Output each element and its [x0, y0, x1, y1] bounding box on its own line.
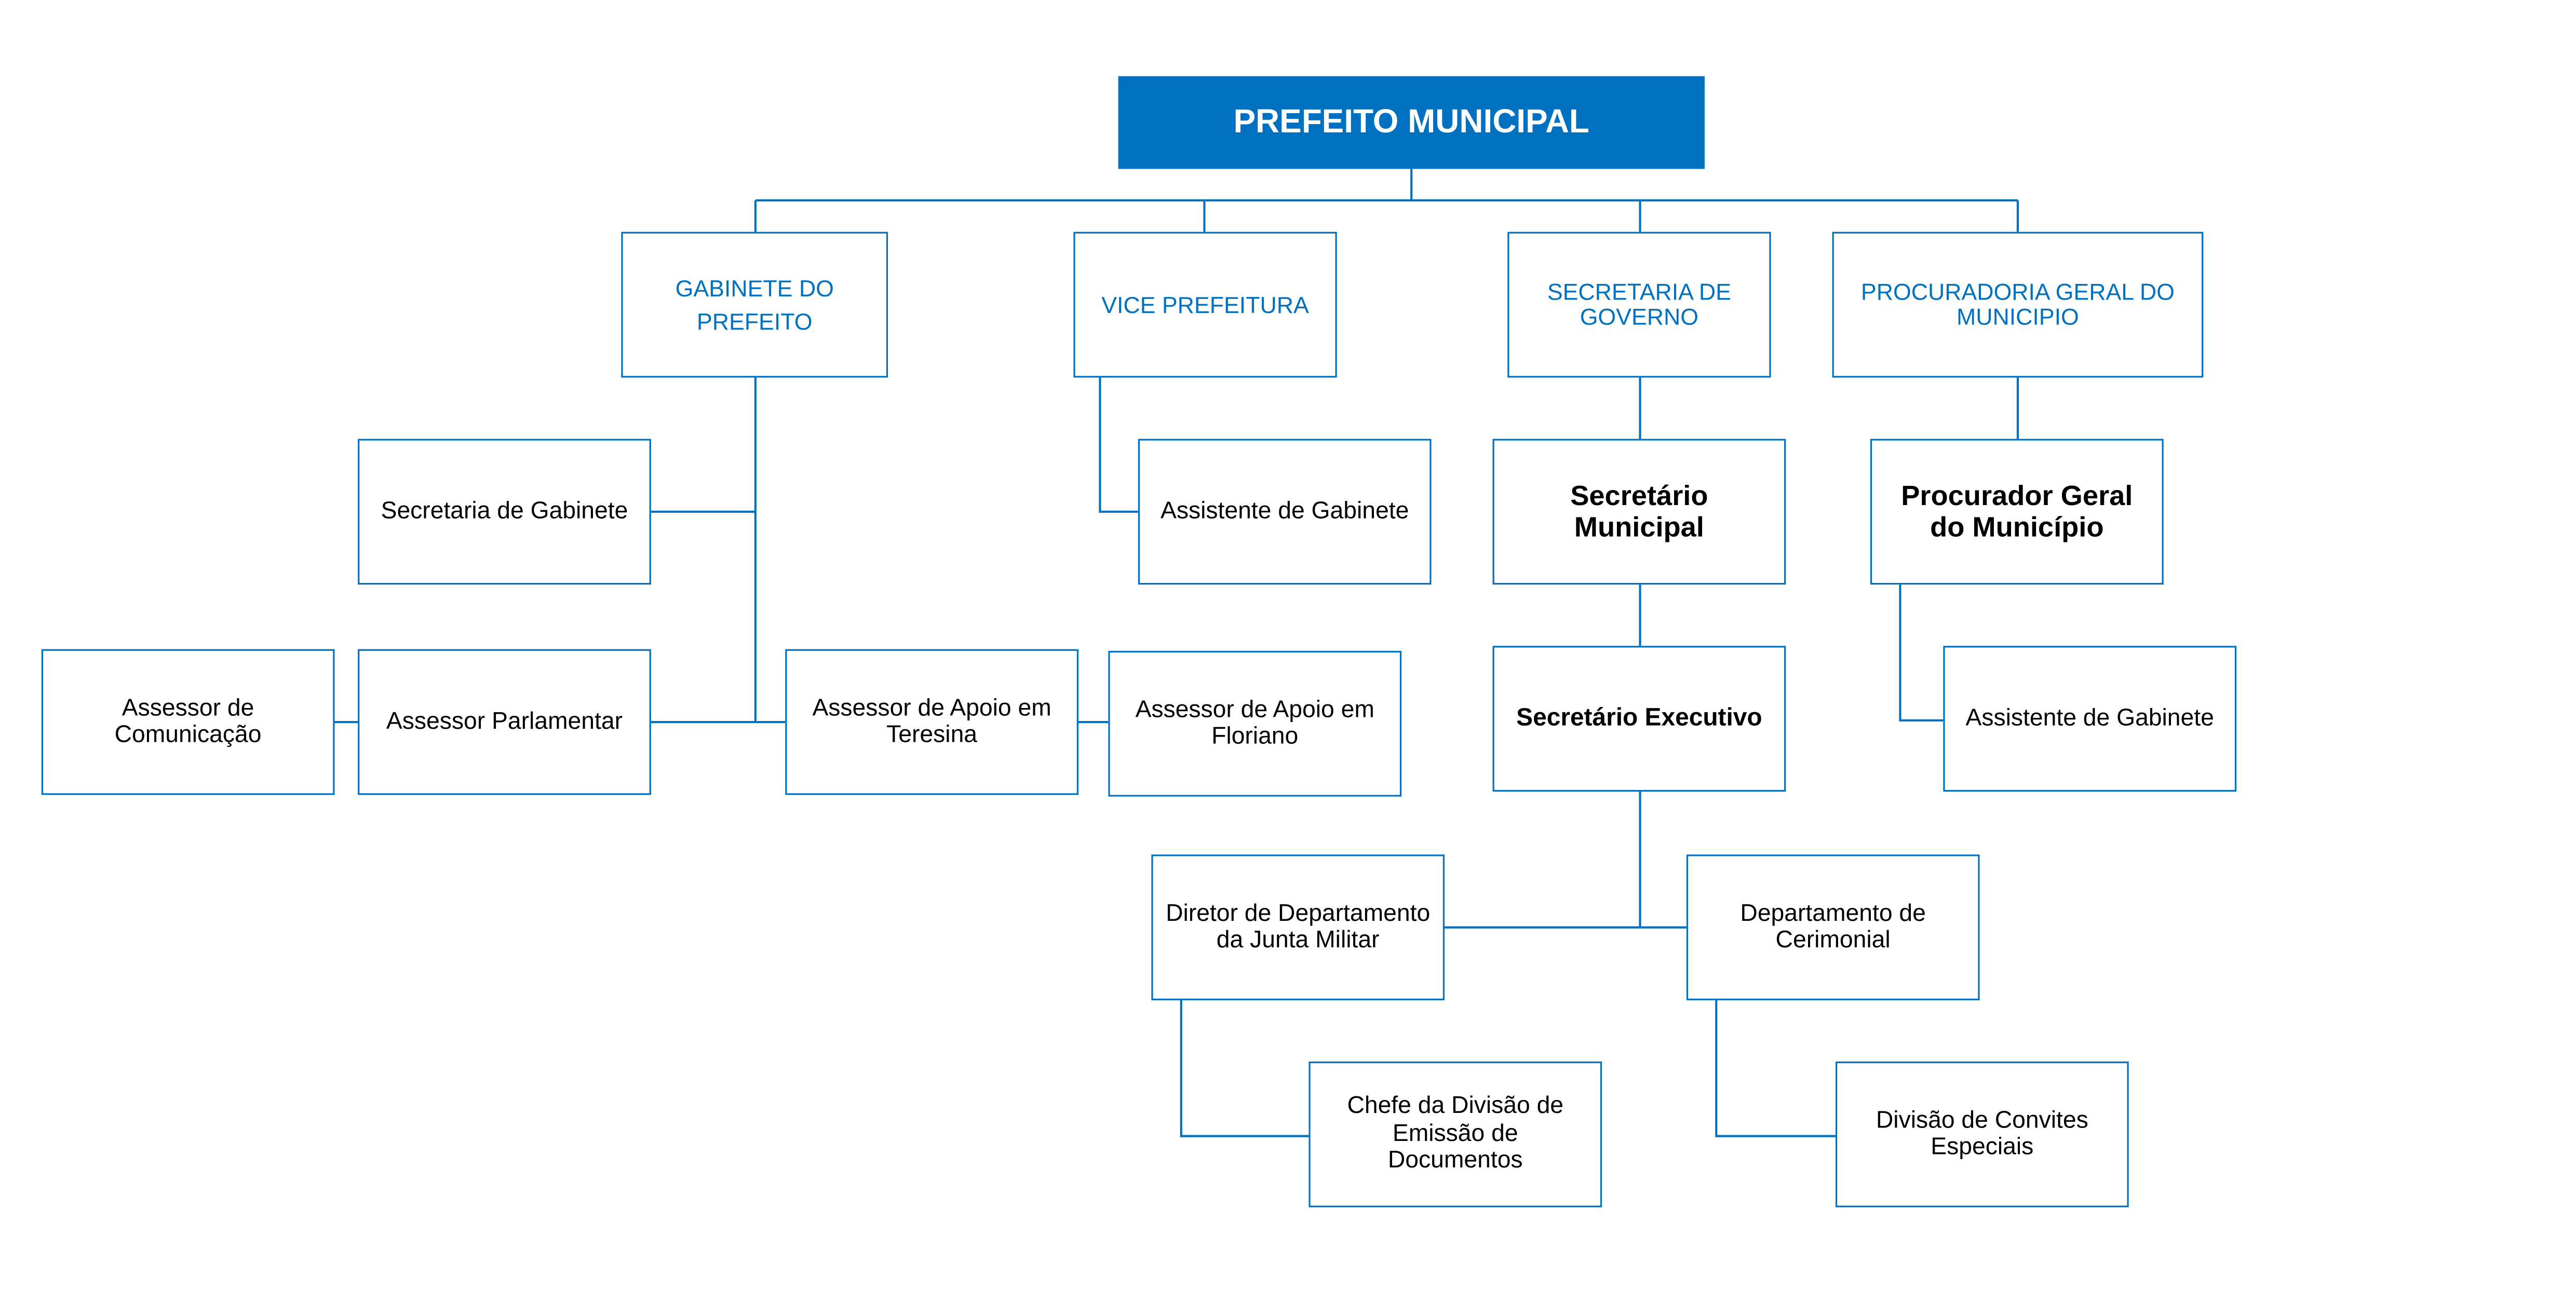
gabinete-label: GABINETE DO PREFEITO	[675, 275, 834, 335]
prefeito-municipal-box: PREFEITO MUNICIPAL	[1118, 76, 1705, 169]
diretor-junta-label: Diretor de Departamento da Junta Militar	[1166, 900, 1431, 954]
procuradoria-label: PROCURADORIA GERAL DO MUNICIPIO	[1860, 277, 2175, 330]
apoio-teresina-label: Assessor de Apoio em Teresina	[812, 695, 1051, 749]
secretaria-gabinete-box: Secretaria de Gabinete	[358, 439, 651, 585]
secretaria-gabinete-label: Secretaria de Gabinete	[381, 498, 628, 525]
procuradoria-assistente-gabinete-box: Assistente de Gabinete	[1943, 646, 2237, 792]
secretario-executivo-label: Secretário Executivo	[1516, 703, 1762, 732]
chefe-divisao-label: Chefe da Divisão de Emissão de Documento…	[1347, 1093, 1564, 1175]
secretaria-governo-label: SECRETARIA DE GOVERNO	[1547, 277, 1731, 330]
assessor-parlamentar-label: Assessor Parlamentar	[386, 708, 623, 735]
departamento-cerimonial-box: Departamento de Cerimonial	[1686, 854, 1980, 1001]
gabinete-box: GABINETE DO PREFEITO	[621, 232, 888, 378]
assessor-comunicacao-box: Assessor de Comunicação	[41, 649, 335, 795]
procurador-geral-box: Procurador Geral do Município	[1870, 439, 2164, 585]
secretaria-governo-box: SECRETARIA DE GOVERNO	[1507, 232, 1771, 378]
apoio-floriano-box: Assessor de Apoio em Floriano	[1108, 650, 1402, 797]
assessor-comunicacao-label: Assessor de Comunicação	[114, 695, 262, 749]
diretor-junta-militar-box: Diretor de Departamento da Junta Militar	[1151, 854, 1445, 1001]
vice-assistente-label: Assistente de Gabinete	[1160, 498, 1409, 525]
assessor-parlamentar-box: Assessor Parlamentar	[358, 649, 651, 795]
prefeito-label: PREFEITO MUNICIPAL	[1233, 104, 1589, 141]
secretario-municipal-box: Secretário Municipal	[1492, 439, 1786, 585]
procuradoria-box: PROCURADORIA GERAL DO MUNICIPIO	[1832, 232, 2204, 378]
vice-prefeitura-box: VICE PREFEITURA	[1073, 232, 1337, 378]
vice-assistente-gabinete-box: Assistente de Gabinete	[1138, 439, 1432, 585]
cerimonial-label: Departamento de Cerimonial	[1740, 900, 1926, 954]
apoio-floriano-label: Assessor de Apoio em Floriano	[1135, 696, 1374, 751]
convites-label: Divisão de Convites Especiais	[1876, 1107, 2088, 1161]
procurador-geral-label: Procurador Geral do Município	[1901, 479, 2133, 543]
vice-label: VICE PREFEITURA	[1101, 291, 1309, 318]
secretario-municipal-label: Secretário Municipal	[1570, 479, 1708, 543]
divisao-convites-box: Divisão de Convites Especiais	[1835, 1062, 2129, 1207]
chefe-divisao-emissao-box: Chefe da Divisão de Emissão de Documento…	[1309, 1062, 1602, 1207]
procuradoria-assistente-label: Assistente de Gabinete	[1965, 705, 2214, 732]
secretario-executivo-box: Secretário Executivo	[1492, 646, 1786, 792]
apoio-teresina-box: Assessor de Apoio em Teresina	[785, 649, 1078, 795]
